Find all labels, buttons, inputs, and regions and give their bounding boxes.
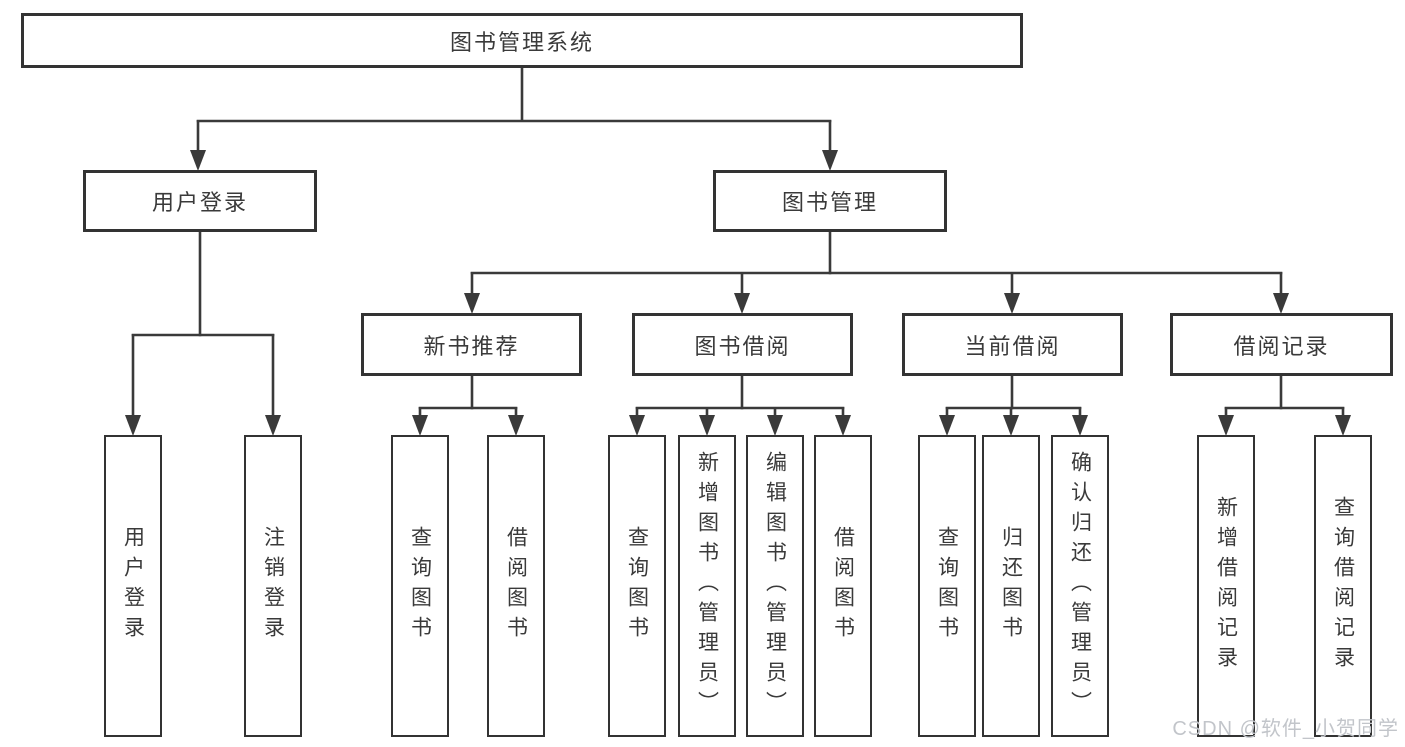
- node-label: 借阅记录: [1233, 333, 1330, 359]
- leaf-return-book: 归还图书: [982, 435, 1040, 737]
- leaf-label: 查询图书: [625, 526, 649, 646]
- leaf-query-borrow-record: 查询借阅记录: [1314, 435, 1372, 737]
- leaf-label: 查询图书: [408, 526, 432, 646]
- leaf-label: 确认归还（管理员）: [1068, 451, 1092, 721]
- leaf-user-login: 用户登录: [104, 435, 162, 737]
- leaf-label: 新增借阅记录: [1214, 496, 1238, 676]
- leaf-label: 用户登录: [121, 526, 145, 646]
- leaf-label: 新增图书（管理员）: [695, 451, 719, 721]
- node-borrowing-records: 借阅记录: [1170, 313, 1393, 376]
- leaf-label: 借阅图书: [504, 526, 528, 646]
- leaf-borrow-books-recommend: 借阅图书: [487, 435, 545, 737]
- node-book-management: 图书管理: [713, 170, 947, 232]
- leaf-label: 查询图书: [935, 526, 959, 646]
- node-current-borrowing: 当前借阅: [902, 313, 1123, 376]
- node-label: 图书借阅: [694, 333, 791, 359]
- node-user-login: 用户登录: [83, 170, 317, 232]
- node-book-borrowing: 图书借阅: [632, 313, 853, 376]
- node-label: 图书管理: [781, 190, 878, 215]
- node-new-book-recommend: 新书推荐: [361, 313, 582, 376]
- leaf-label: 编辑图书（管理员）: [763, 451, 787, 721]
- leaf-borrow-books: 借阅图书: [814, 435, 872, 737]
- node-label: 新书推荐: [423, 333, 520, 359]
- leaf-confirm-return-admin: 确认归还（管理员）: [1051, 435, 1109, 737]
- leaf-label: 归还图书: [999, 526, 1023, 646]
- leaf-logout: 注销登录: [244, 435, 302, 737]
- leaf-label: 查询借阅记录: [1331, 496, 1355, 676]
- leaf-label: 注销登录: [261, 526, 285, 646]
- node-label: 图书管理系统: [449, 29, 594, 55]
- leaf-query-books-borrow: 查询图书: [608, 435, 666, 737]
- leaf-query-books-current: 查询图书: [918, 435, 976, 737]
- node-library-system: 图书管理系统: [21, 13, 1023, 68]
- leaf-add-book-admin: 新增图书（管理员）: [678, 435, 736, 737]
- leaf-query-books-recommend: 查询图书: [391, 435, 449, 737]
- leaf-add-borrow-record: 新增借阅记录: [1197, 435, 1255, 737]
- leaf-edit-book-admin: 编辑图书（管理员）: [746, 435, 804, 737]
- csdn-watermark: CSDN @软件_小贺同学: [1172, 718, 1399, 740]
- leaf-label: 借阅图书: [831, 526, 855, 646]
- node-label: 用户登录: [151, 190, 248, 215]
- node-label: 当前借阅: [964, 333, 1061, 359]
